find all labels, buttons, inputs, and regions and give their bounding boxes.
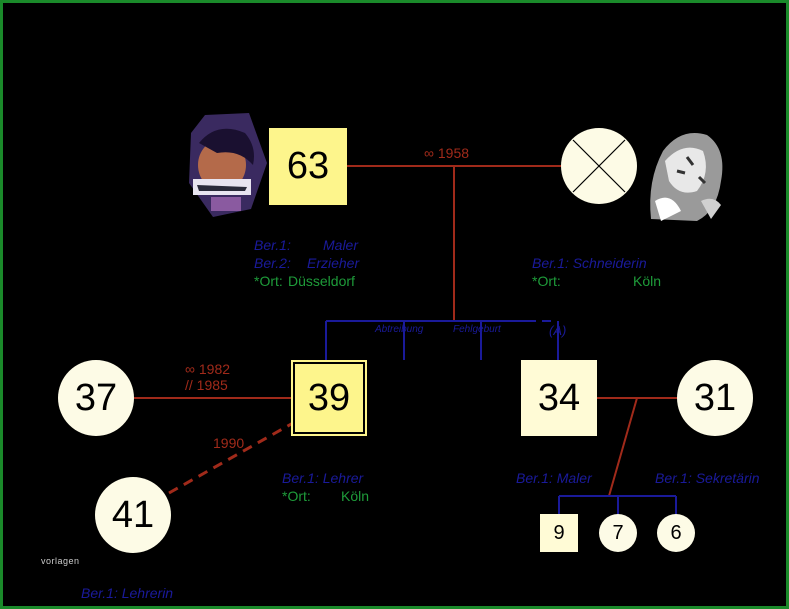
photo-man-icon [189, 113, 267, 217]
abortion-label: Abtreibung [375, 324, 424, 335]
person-child3-age: 6 [670, 521, 682, 544]
person-child1-age: 9 [553, 521, 565, 544]
person-father[interactable]: 63 [269, 128, 347, 205]
index-job1: Ber.1: Lehrer [282, 470, 364, 486]
person-brother[interactable]: 34 [521, 360, 597, 436]
stillbirth-label: Fehlgeburt [453, 324, 501, 335]
index-marriage-label: ∞ 1982 [185, 361, 231, 377]
father-job1-label: Ber.1: [254, 237, 291, 253]
mother-place: Köln [633, 273, 662, 289]
person-index[interactable]: 39 [291, 360, 367, 436]
genogram-canvas: 63 39 34 37 41 31 9 7 6 ∞ 1958 ∞ 1982 //… [3, 3, 786, 606]
sister-in-law-job1: Ber.1: Sekretärin [655, 470, 760, 486]
person-father-age: 63 [286, 145, 330, 187]
index-place-label: *Ort: [282, 488, 311, 504]
deceased-cross-icon [572, 139, 626, 193]
person-wife1-age: 37 [74, 376, 118, 419]
father-job2: Erzieher [307, 255, 360, 271]
father-job2-label: Ber.2: [254, 255, 291, 271]
mother-job1: Ber.1: Schneiderin [532, 255, 647, 271]
person-wife1[interactable]: 37 [58, 360, 134, 436]
person-index-age: 39 [307, 376, 351, 419]
person-sister-in-law[interactable]: 31 [677, 360, 753, 436]
index-partner-line [168, 421, 294, 495]
relation-lines [134, 165, 679, 514]
unknown-sibling-label: (A) [549, 323, 567, 338]
index-divorce-label: // 1985 [185, 377, 228, 393]
brother-children-line [608, 397, 638, 497]
father-place: Düsseldorf [288, 273, 355, 289]
person-partner2-age: 41 [111, 493, 155, 536]
person-mother[interactable] [561, 128, 637, 204]
person-child2[interactable]: 7 [599, 514, 637, 552]
brother-job1: Ber.1: Maler [516, 470, 592, 486]
person-child2-age: 7 [612, 521, 624, 544]
watermark-text: vorlagen [41, 556, 80, 566]
index-place: Köln [341, 488, 370, 504]
father-place-label: *Ort: [254, 273, 283, 289]
index-partner-year-label: 1990 [213, 435, 245, 451]
parents-marriage-label: ∞ 1958 [424, 145, 470, 161]
person-sister-in-law-age: 31 [693, 376, 737, 419]
photo-woman-icon [641, 121, 733, 225]
person-brother-age: 34 [537, 376, 581, 419]
partner2-job1: Ber.1: Lehrerin [81, 585, 174, 601]
person-child1[interactable]: 9 [540, 514, 578, 552]
mother-place-label: *Ort: [532, 273, 561, 289]
father-job1: Maler [323, 237, 359, 253]
person-partner2[interactable]: 41 [95, 477, 171, 553]
person-child3[interactable]: 6 [657, 514, 695, 552]
